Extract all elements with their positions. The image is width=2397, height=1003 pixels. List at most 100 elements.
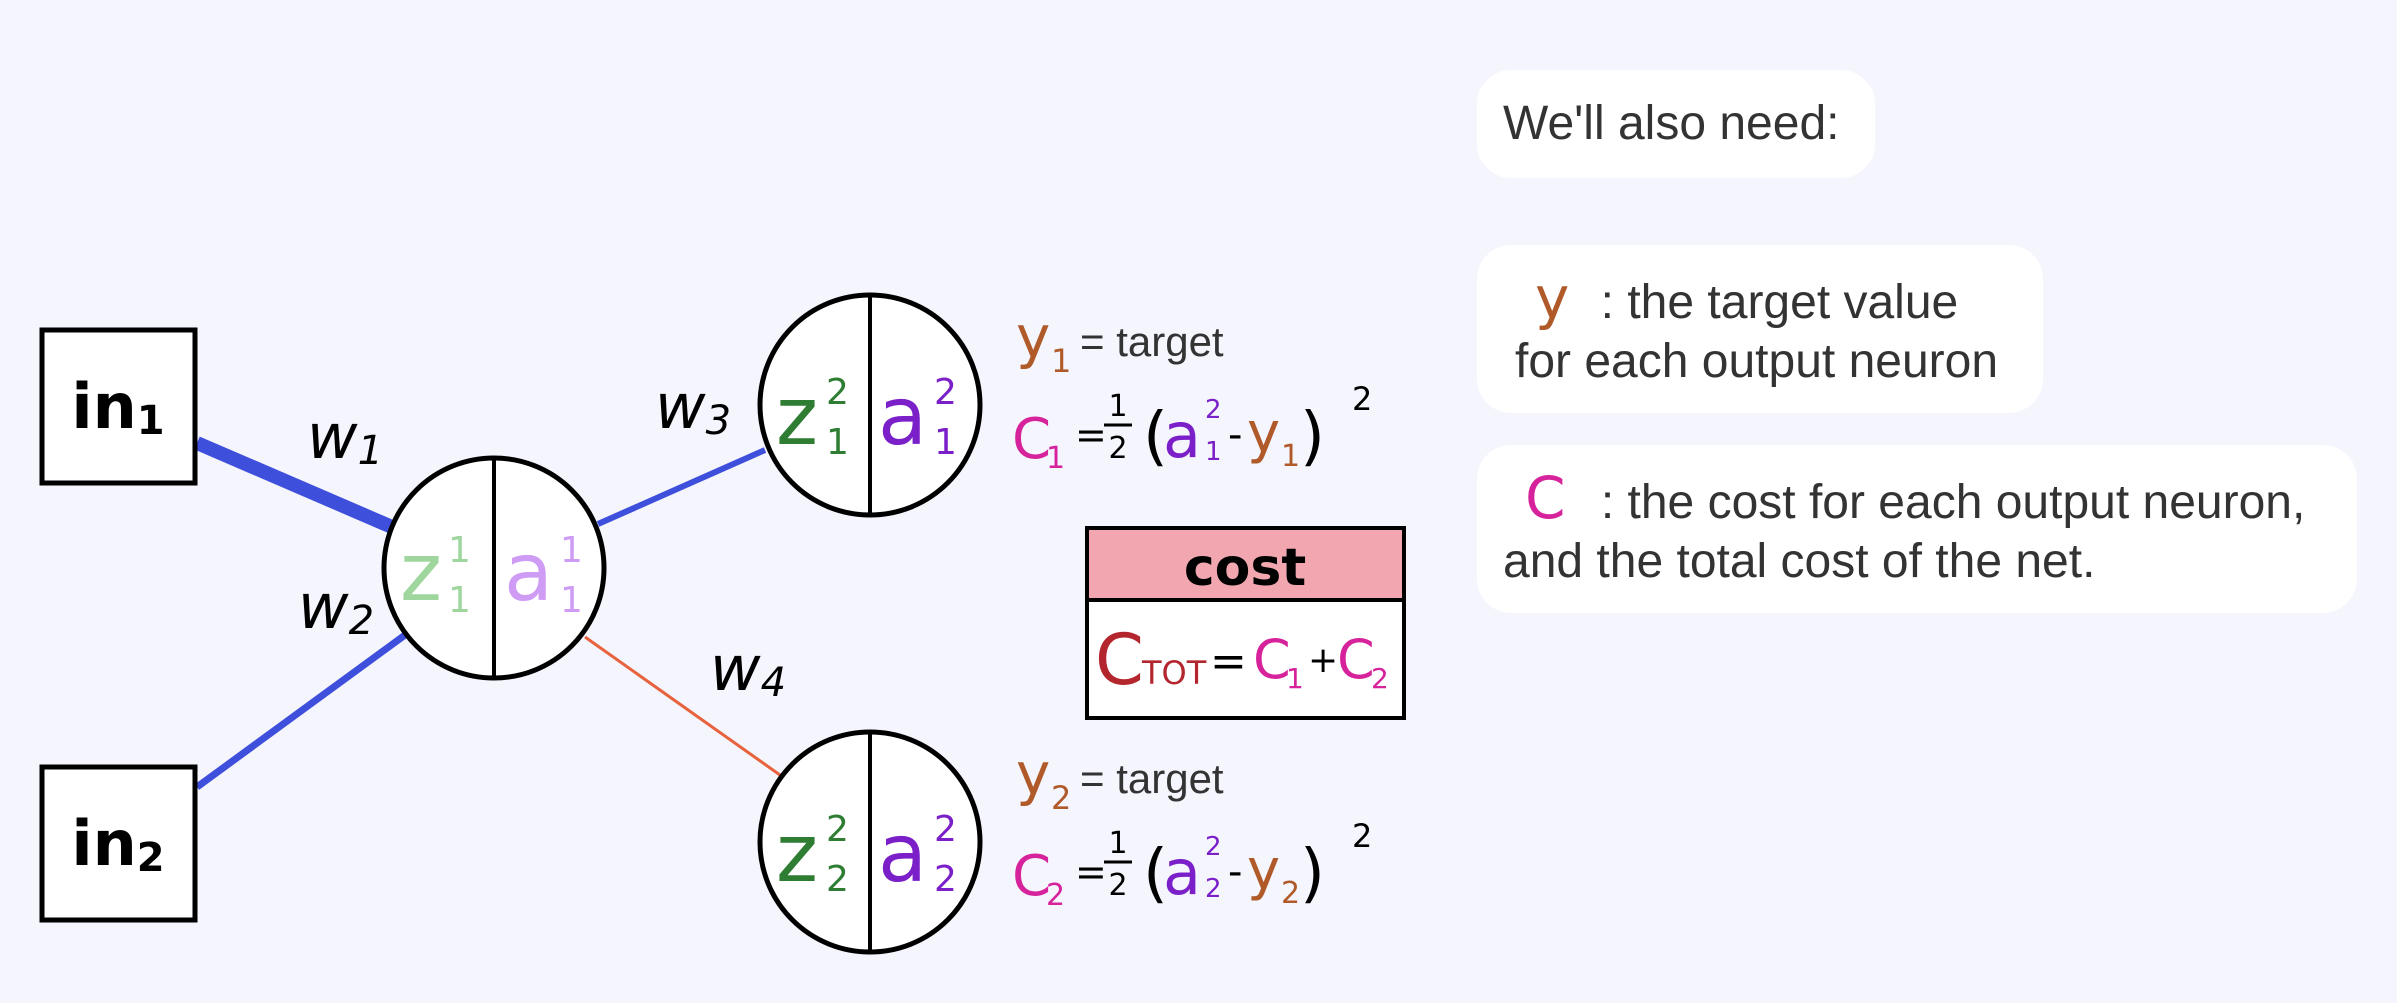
svg-text:2: 2 <box>826 372 849 413</box>
svg-text:): ) <box>1300 400 1325 474</box>
input-2-label: in <box>71 807 136 880</box>
svg-text:= target: = target <box>1080 755 1224 802</box>
svg-text:1: 1 <box>1108 389 1127 424</box>
svg-text:1: 1 <box>448 530 471 571</box>
weight-label-w2: w2 <box>298 570 374 644</box>
note-intro: We'll also need: <box>1477 70 1875 178</box>
target-equation-2: y 2 = target <box>1016 740 1224 817</box>
note-c-text-line2: and the total cost of the net. <box>1503 535 2096 588</box>
svg-text:in1: in1 <box>71 370 164 444</box>
cost-box-header: cost <box>1184 538 1306 598</box>
svg-text:1: 1 <box>448 580 471 621</box>
svg-text:z: z <box>776 807 818 900</box>
output-neuron-1-a: a 2 1 <box>878 370 957 463</box>
svg-text:1: 1 <box>560 530 583 571</box>
input-1-subscript: 1 <box>137 398 165 444</box>
svg-text:C: C <box>1253 628 1291 691</box>
svg-text:C: C <box>1012 407 1051 472</box>
total-cost-box: cost C TOT = C 1 + C 2 <box>1085 526 1406 720</box>
svg-text:2: 2 <box>1046 878 1065 913</box>
edge-w1 <box>194 436 395 534</box>
cost-box-formula: C TOT = C 1 + C 2 <box>1095 619 1389 701</box>
svg-text:1: 1 <box>934 422 957 463</box>
svg-text:1: 1 <box>1286 662 1304 695</box>
input-2-subscript: 2 <box>137 835 165 881</box>
svg-text:=: = <box>1075 413 1107 457</box>
svg-text:=: = <box>1210 636 1247 687</box>
svg-text:in2: in2 <box>71 807 164 881</box>
svg-text:1: 1 <box>1281 439 1300 474</box>
svg-text:): ) <box>1300 837 1325 911</box>
hidden-neuron-a: a 1 1 <box>504 526 583 621</box>
svg-text:C: C <box>1095 619 1144 701</box>
svg-text:= target: = target <box>1080 318 1224 365</box>
svg-text:y: y <box>1247 401 1280 466</box>
note-c-text-line1: : the cost for each output neuron, <box>1600 476 2306 529</box>
target-equation-1: y 1 = target <box>1016 303 1224 380</box>
svg-text:-: - <box>1228 412 1242 458</box>
svg-text:2: 2 <box>934 809 957 850</box>
svg-text:2: 2 <box>826 859 849 900</box>
svg-text:2: 2 <box>934 859 957 900</box>
cost-equation-1: C 1 = 1 2 ( a 2 1 - y 1 ) 2 <box>1012 380 1372 476</box>
output-neuron-2-a: a 2 2 <box>878 807 957 900</box>
svg-text:2: 2 <box>1205 874 1222 904</box>
svg-text:+: + <box>1308 640 1338 681</box>
hidden-neuron: z 1 1 a 1 1 <box>381 455 607 681</box>
svg-text:2: 2 <box>1371 662 1389 695</box>
output-neuron-2-z: z 2 2 <box>776 807 849 900</box>
svg-text:z: z <box>776 370 818 463</box>
svg-text:2: 2 <box>1051 779 1071 817</box>
note-y-text-line2: for each output neuron <box>1515 335 1999 388</box>
note-target-value: y : the target value for each output neu… <box>1477 245 2043 413</box>
edge-w4 <box>584 635 781 777</box>
edge-w2 <box>194 632 408 790</box>
note-cost: C : the cost for each output neuron, and… <box>1477 445 2357 613</box>
svg-text:2: 2 <box>1352 817 1372 855</box>
svg-text:2: 2 <box>1108 431 1127 466</box>
svg-text:-: - <box>1228 849 1242 895</box>
svg-text:a: a <box>1163 836 1201 909</box>
note-intro-text: We'll also need: <box>1503 97 1840 150</box>
svg-text:1: 1 <box>1205 437 1222 467</box>
input-node-1: in1 <box>39 327 198 486</box>
svg-text:1: 1 <box>826 422 849 463</box>
svg-text:2: 2 <box>826 809 849 850</box>
svg-text:(: ( <box>1143 400 1168 474</box>
neural-network-diagram: in1 in2 w1 w2 w3 w4 z 1 1 a 1 1 <box>39 292 1406 955</box>
svg-text:2: 2 <box>1205 832 1222 862</box>
input-1-label: in <box>71 370 136 443</box>
weight-label-w1: w1 <box>307 400 383 474</box>
hidden-neuron-z: z 1 1 <box>400 526 471 621</box>
input-node-2: in2 <box>39 764 198 923</box>
svg-text:a: a <box>504 526 553 619</box>
svg-text:1: 1 <box>1108 826 1127 861</box>
svg-text:TOT: TOT <box>1141 654 1207 692</box>
svg-text:y: y <box>1016 740 1050 808</box>
svg-text:2: 2 <box>1108 868 1127 903</box>
svg-text:C: C <box>1012 844 1051 909</box>
svg-text:C: C <box>1337 628 1375 691</box>
output-neuron-2: z 2 2 a 2 2 <box>757 729 983 955</box>
svg-text:1: 1 <box>1051 342 1071 380</box>
svg-text:(: ( <box>1143 837 1168 911</box>
note-y-text-line1: : the target value <box>1600 276 1959 329</box>
svg-text:y: y <box>1016 303 1050 371</box>
svg-text:y: y <box>1247 838 1280 903</box>
svg-text:=: = <box>1075 850 1107 894</box>
svg-text:1: 1 <box>560 580 583 621</box>
svg-text:a: a <box>878 807 927 900</box>
weight-label-w3: w3 <box>655 370 731 444</box>
output-neuron-1: z 2 1 a 2 1 <box>757 292 983 518</box>
svg-text:1: 1 <box>1046 441 1065 476</box>
note-c-symbol: C <box>1525 464 1566 532</box>
note-y-symbol: y <box>1535 264 1570 332</box>
cost-equation-2: C 2 = 1 2 ( a 2 2 - y 2 ) 2 <box>1012 817 1372 913</box>
svg-text:a: a <box>878 370 927 463</box>
edge-w3 <box>596 447 767 527</box>
svg-text:2: 2 <box>1352 380 1372 418</box>
weight-label-w4: w4 <box>710 632 786 706</box>
output-neuron-1-z: z 2 1 <box>776 370 849 463</box>
svg-text:2: 2 <box>1205 395 1222 425</box>
svg-text:z: z <box>400 526 442 619</box>
